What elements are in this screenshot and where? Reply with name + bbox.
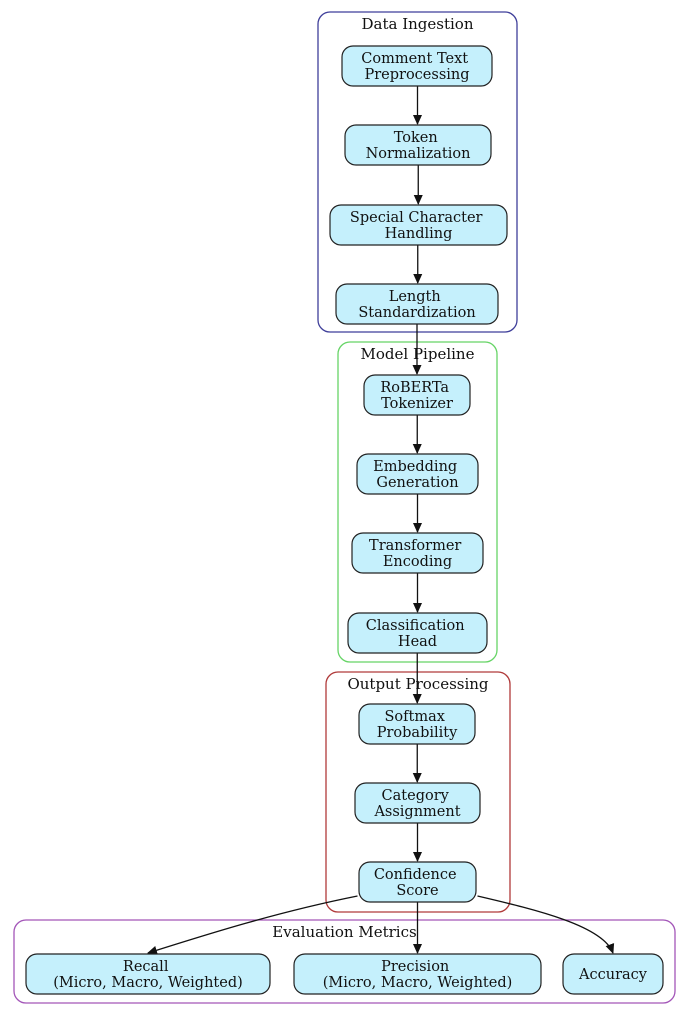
- node-transformer-encoding: Transformer Encoding: [351, 532, 484, 574]
- node-label-line: Embedding: [373, 459, 457, 475]
- node-label: Softmax Probability: [377, 709, 458, 741]
- node-label-line: Preprocessing: [364, 67, 469, 83]
- node-label: Precision (Micro, Macro, Weighted): [323, 959, 513, 991]
- node-label: Category Assignment: [373, 788, 460, 820]
- nodes: Comment Text Preprocessing Token Normali…: [25, 45, 664, 995]
- node-box: [344, 124, 492, 166]
- node-recall: Recall (Micro, Macro, Weighted): [25, 953, 271, 995]
- node-label: Recall (Micro, Macro, Weighted): [53, 959, 243, 991]
- node-box: [562, 953, 664, 995]
- node-label-line: Standardization: [358, 305, 475, 321]
- node-label: Length Standardization: [358, 289, 475, 321]
- node-box: [354, 782, 481, 824]
- node-softmax-probability: Softmax Probability: [358, 703, 476, 745]
- node-special-character-handling: Special Character Handling: [329, 204, 508, 246]
- node-label-line: Score: [396, 883, 438, 899]
- cluster-label: Output Processing: [347, 675, 488, 693]
- node-box: [335, 283, 499, 325]
- node-label: Comment Text Preprocessing: [361, 51, 472, 83]
- node-label-line: Category: [382, 788, 450, 804]
- node-label: Accuracy: [578, 967, 648, 983]
- node-box: [341, 45, 493, 87]
- edge-confidence-to-recall: [147, 895, 358, 955]
- node-classification-head: Classification Head: [347, 612, 488, 654]
- node-label-line: Transformer: [369, 538, 461, 554]
- node-comment-text-preprocessing: Comment Text Preprocessing: [341, 45, 493, 87]
- node-label-line: Classification: [366, 618, 465, 634]
- node-label-line: RoBERTa: [380, 380, 449, 396]
- node-label-line: Confidence: [374, 867, 457, 883]
- node-box: [363, 374, 471, 416]
- node-label-line: Probability: [377, 725, 458, 741]
- node-box: [347, 612, 488, 654]
- node-box: [358, 703, 476, 745]
- node-label-line: Comment Text: [361, 51, 468, 67]
- node-label-line: Encoding: [383, 554, 452, 570]
- node-accuracy: Accuracy: [562, 953, 664, 995]
- node-label-line: Special Character: [350, 210, 483, 226]
- node-category-assignment: Category Assignment: [354, 782, 481, 824]
- node-label: Confidence Score: [374, 867, 461, 899]
- node-label: Embedding Generation: [373, 459, 462, 491]
- node-label-line: Handling: [385, 226, 453, 242]
- edges: [147, 86, 615, 955]
- node-precision: Precision (Micro, Macro, Weighted): [293, 953, 542, 995]
- node-label-line: Head: [398, 634, 437, 650]
- node-label-line: Precision: [381, 959, 449, 975]
- cluster-box: [13, 919, 676, 1004]
- node-label: Token Normalization: [366, 130, 471, 162]
- node-label-line: Recall: [123, 959, 169, 975]
- node-box: [356, 453, 479, 495]
- node-confidence-score: Confidence Score: [358, 861, 477, 903]
- node-embedding-generation: Embedding Generation: [356, 453, 479, 495]
- node-token-normalization: Token Normalization: [344, 124, 492, 166]
- node-roberta-tokenizer: RoBERTa Tokenizer: [363, 374, 471, 416]
- node-label-line: Tokenizer: [381, 396, 453, 412]
- cluster-label: Data Ingestion: [362, 15, 474, 33]
- node-length-standardization: Length Standardization: [335, 283, 499, 325]
- node-label: Classification Head: [366, 618, 469, 650]
- node-label-line: Normalization: [366, 146, 471, 162]
- cluster-evaluation-metrics: Evaluation Metrics: [13, 919, 676, 1004]
- node-box: [293, 953, 542, 995]
- node-box: [329, 204, 508, 246]
- node-label-line: (Micro, Macro, Weighted): [323, 975, 513, 991]
- edge-confidence-to-accuracy: [477, 895, 615, 954]
- node-label: Special Character Handling: [350, 210, 487, 242]
- node-box: [358, 861, 477, 903]
- node-label: RoBERTa Tokenizer: [380, 380, 453, 412]
- node-label-line: Accuracy: [578, 967, 648, 983]
- node-box: [351, 532, 484, 574]
- node-label-line: Length: [389, 289, 441, 305]
- node-label: Transformer Encoding: [369, 538, 466, 570]
- node-label-line: Softmax: [384, 709, 444, 725]
- node-box: [25, 953, 271, 995]
- node-label-line: Generation: [376, 475, 458, 491]
- node-label-line: Token: [394, 130, 438, 146]
- node-label-line: (Micro, Macro, Weighted): [53, 975, 243, 991]
- cluster-label: Evaluation Metrics: [272, 923, 416, 941]
- node-label-line: Assignment: [373, 804, 460, 820]
